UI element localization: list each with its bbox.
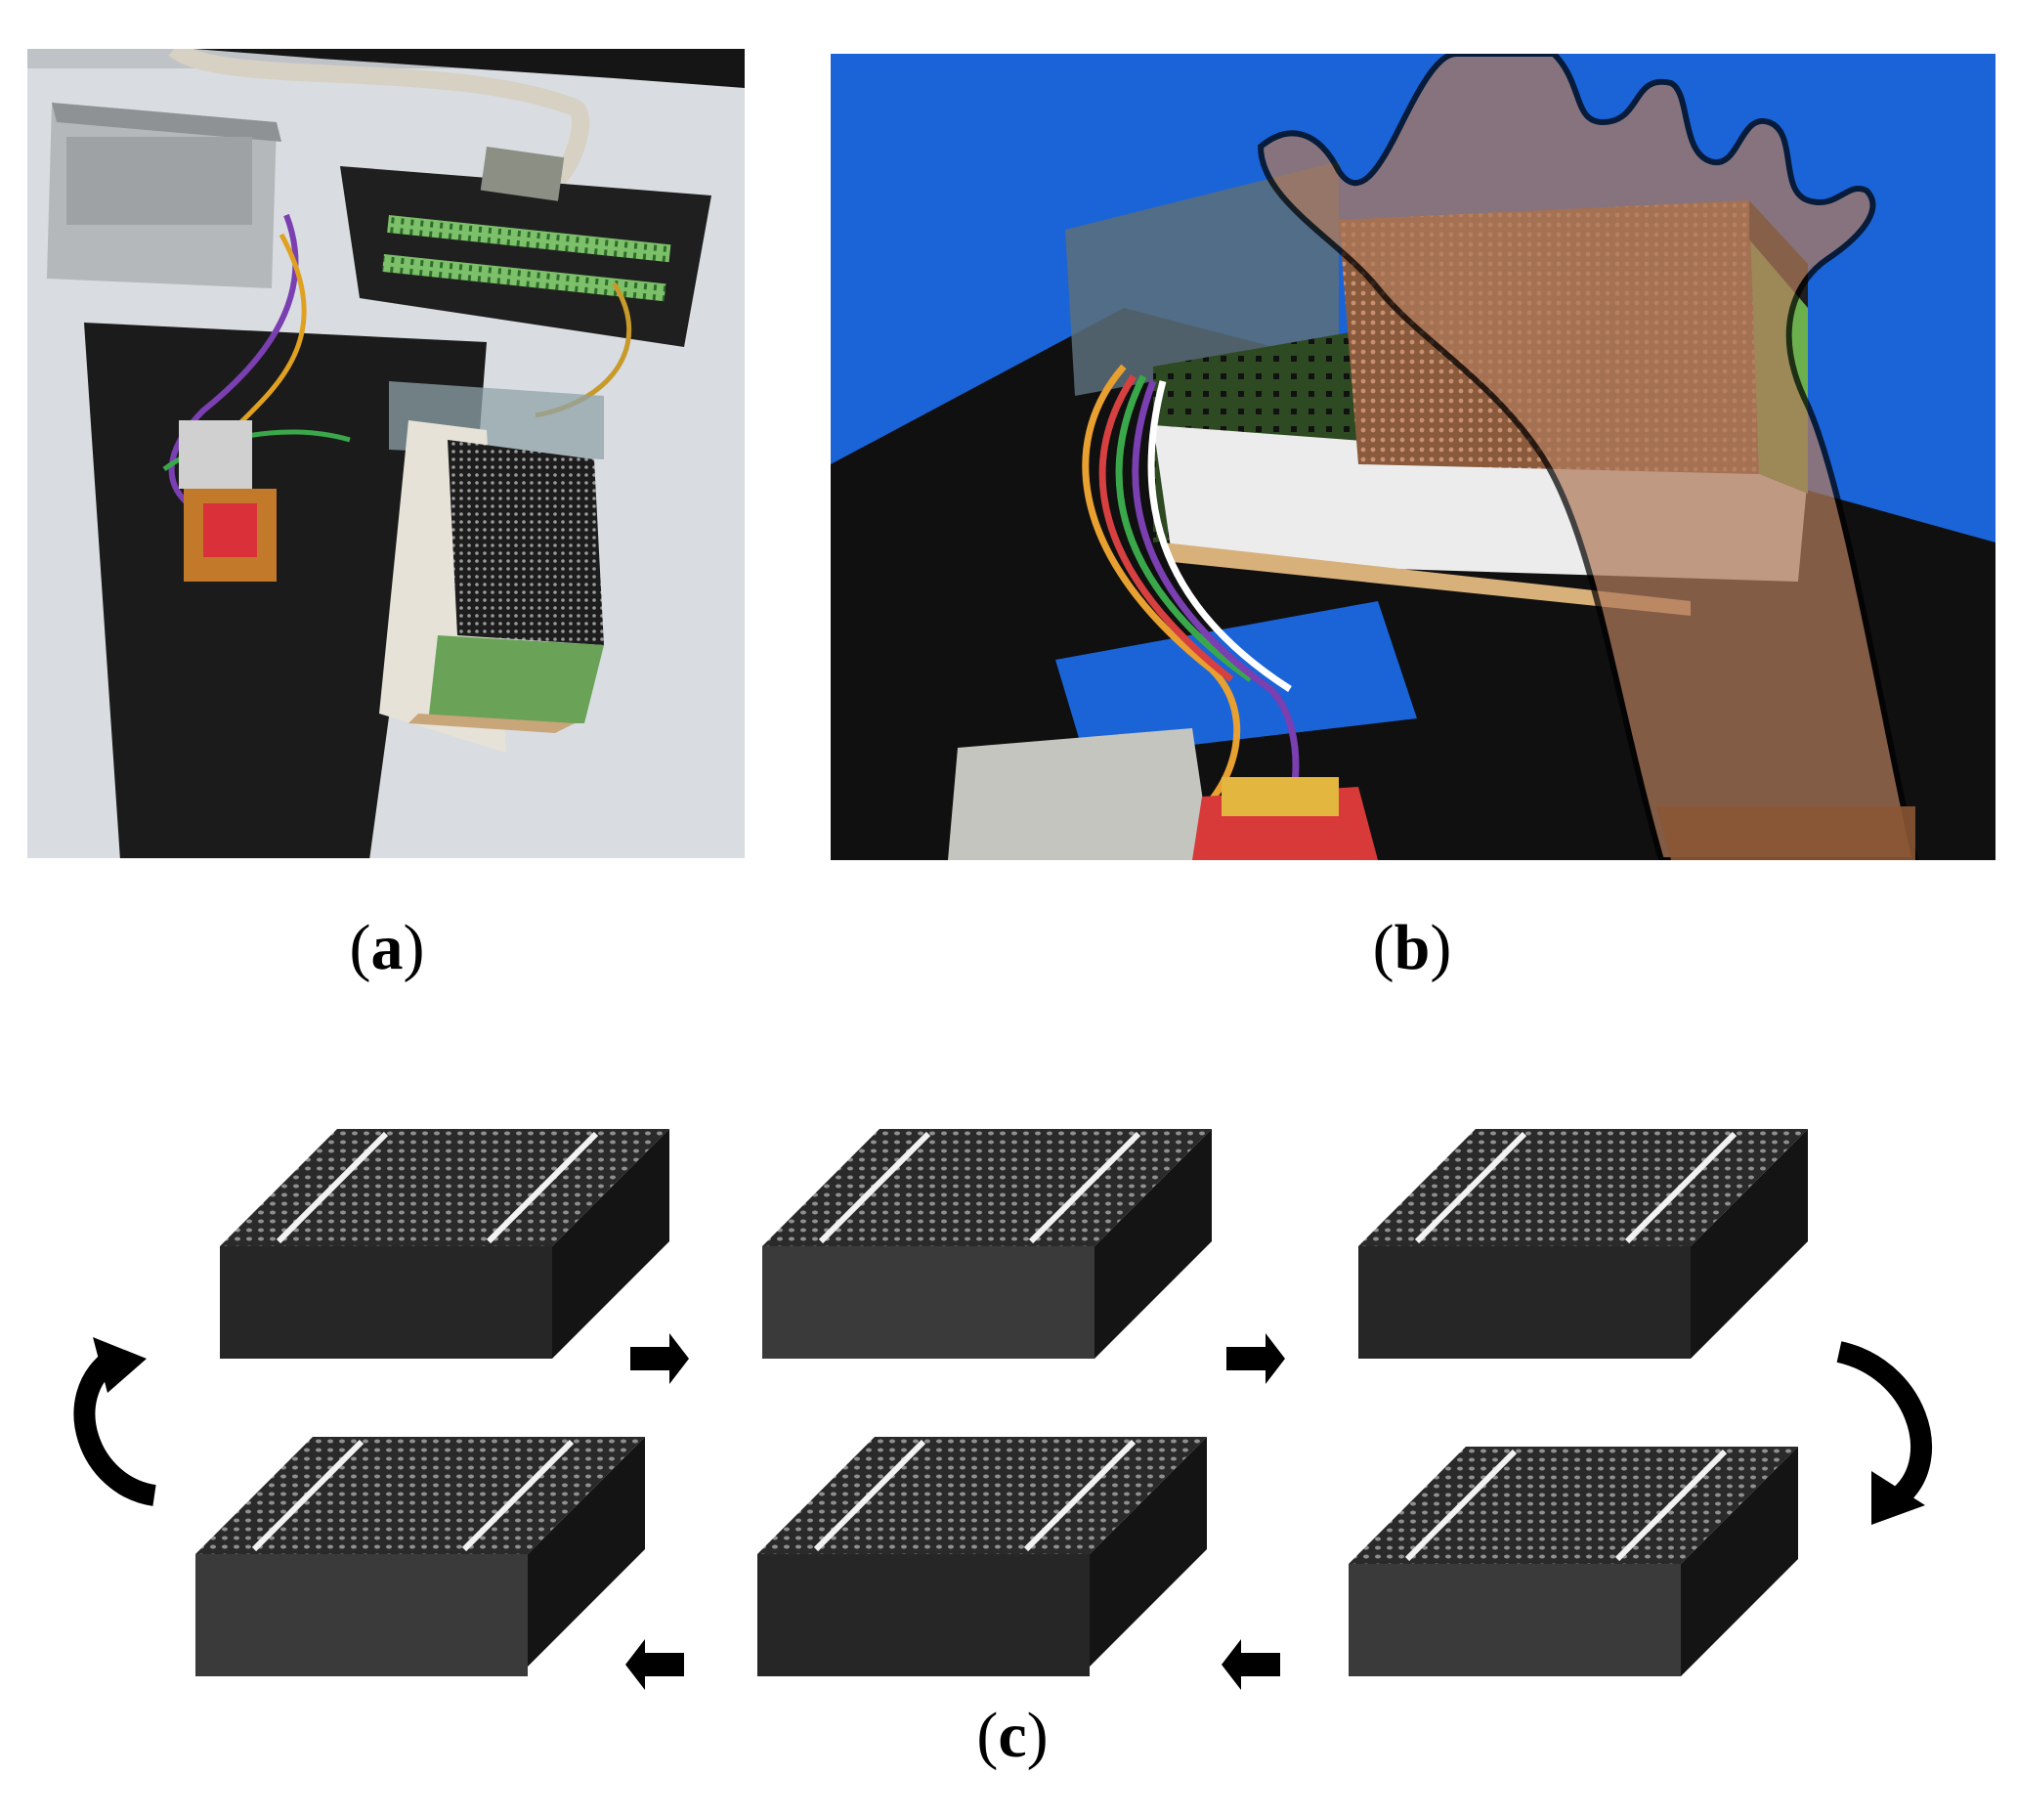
caption-c-letter: c: [998, 1700, 1027, 1771]
arrow-right-2: [1226, 1333, 1285, 1384]
cycle-diagram: [0, 1075, 2017, 1740]
block-4: [1349, 1447, 1798, 1676]
photo-panel-b: [831, 54, 1996, 860]
hand-outline-overlay: [1257, 54, 1919, 860]
block-5: [757, 1437, 1207, 1676]
arrow-left-1: [1222, 1639, 1280, 1690]
caption-b-letter: b: [1394, 912, 1431, 983]
caption-a: (a): [349, 912, 425, 983]
arrow-right-1: [630, 1333, 689, 1384]
cycle-diagram-svg: [73, 1075, 1933, 1690]
curved-arrow-down: [1836, 1341, 1933, 1525]
arrow-left-2: [625, 1639, 684, 1690]
block-2: [762, 1129, 1212, 1359]
block-3: [1358, 1129, 1808, 1359]
photo-panel-a: [27, 49, 745, 858]
terminal-block: [340, 166, 711, 347]
block-1: [220, 1129, 669, 1359]
grey-cable: [168, 49, 590, 189]
caption-c: (c): [976, 1700, 1049, 1771]
block-6: [195, 1437, 645, 1676]
electrode-array: [448, 440, 604, 645]
hand-over-array-photo: [831, 54, 1996, 860]
amplifier-module: [948, 728, 1212, 860]
clear-case: [1065, 161, 1339, 396]
curved-arrow-up: [73, 1337, 157, 1506]
sensor-board: [179, 420, 252, 489]
hardware-photo: [27, 49, 745, 858]
caption-b: (b): [1372, 912, 1452, 983]
caption-a-letter: a: [370, 912, 404, 983]
